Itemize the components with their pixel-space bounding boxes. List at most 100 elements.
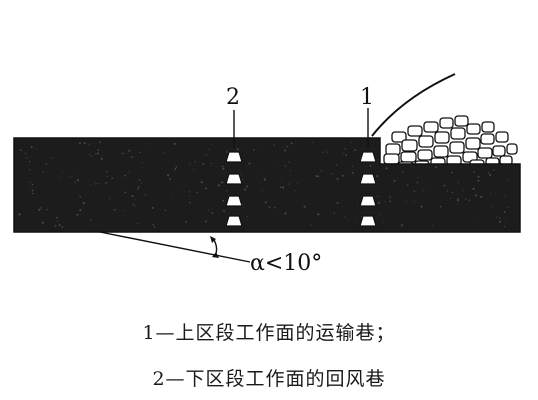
seam-speckle bbox=[101, 158, 103, 160]
seam-speckle bbox=[359, 156, 361, 158]
seam-speckle bbox=[54, 224, 57, 227]
seam-speckle bbox=[131, 156, 133, 158]
rock-block-20 bbox=[495, 131, 509, 143]
seam-speckle bbox=[472, 187, 475, 190]
rock-block-2 bbox=[407, 125, 423, 137]
seam-speckle bbox=[144, 194, 146, 196]
seam-speckle bbox=[384, 201, 386, 202]
seam-speckle bbox=[123, 210, 125, 212]
seam-speckle bbox=[208, 149, 210, 150]
seam-speckle bbox=[385, 167, 388, 170]
seam-speckle bbox=[128, 149, 131, 152]
rock-block-10 bbox=[450, 127, 466, 140]
rock-block-15 bbox=[417, 149, 433, 161]
seam-speckle bbox=[88, 143, 90, 145]
rock-block-8 bbox=[418, 135, 434, 148]
seam-speckle bbox=[29, 181, 31, 183]
seam-speckle bbox=[432, 225, 434, 227]
roof-curve bbox=[371, 73, 456, 137]
seam-speckle bbox=[348, 220, 350, 222]
seam-speckle bbox=[241, 149, 243, 151]
seam-speckle bbox=[111, 177, 113, 179]
seam-speckle bbox=[173, 142, 176, 145]
seam-speckle bbox=[333, 212, 336, 215]
seam-speckle bbox=[61, 226, 64, 228]
caved-rock-pile bbox=[383, 115, 518, 171]
seam-texture bbox=[18, 141, 510, 228]
roadway-marker-2-3 bbox=[225, 195, 243, 207]
seam-speckle bbox=[457, 181, 459, 184]
seam-speckle bbox=[288, 183, 290, 185]
seam-speckle bbox=[40, 207, 42, 209]
rock-block-1 bbox=[391, 131, 407, 143]
seam-speckle bbox=[279, 186, 282, 189]
seam-speckle bbox=[335, 164, 337, 166]
rock-block-26 bbox=[477, 147, 493, 159]
seam-speckle bbox=[139, 151, 141, 154]
seam-speckle bbox=[284, 165, 286, 167]
seam-speckle bbox=[167, 174, 170, 177]
seam-speckle bbox=[473, 171, 475, 173]
floor-inclination-line bbox=[99, 231, 251, 263]
seam-speckle bbox=[264, 177, 266, 179]
seam-speckle bbox=[55, 217, 57, 219]
seam-speckle bbox=[79, 209, 82, 212]
seam-speckle bbox=[128, 171, 130, 173]
seam-speckle bbox=[342, 153, 344, 155]
seam-speckle bbox=[196, 191, 198, 194]
seam-speckle bbox=[331, 173, 333, 175]
seam-speckle bbox=[51, 157, 53, 159]
seam-speckle bbox=[435, 166, 438, 168]
seam-speckle bbox=[83, 142, 86, 145]
seam-speckle bbox=[180, 185, 182, 187]
seam-speckle bbox=[268, 206, 271, 209]
seam-speckle bbox=[97, 149, 100, 151]
seam-speckle bbox=[354, 149, 356, 152]
seam-speckle bbox=[42, 171, 45, 173]
seam-speckle bbox=[310, 224, 312, 226]
seam-speckle bbox=[253, 149, 255, 151]
seam-speckle bbox=[273, 144, 275, 146]
rock-block-13 bbox=[383, 153, 400, 165]
seam-speckle bbox=[284, 149, 286, 152]
seam-speckle bbox=[284, 212, 287, 215]
seam-speckle bbox=[185, 221, 188, 223]
seam-speckle bbox=[289, 169, 291, 171]
seam-speckle bbox=[503, 211, 506, 213]
seam-speckle bbox=[105, 181, 107, 184]
seam-speckle bbox=[260, 181, 261, 182]
seam-speckle bbox=[95, 153, 97, 155]
seam-speckle bbox=[135, 205, 137, 207]
seam-speckle bbox=[100, 157, 103, 159]
seam-speckle bbox=[36, 148, 38, 150]
angle-arrow-bottom bbox=[212, 252, 219, 258]
roadway-marker-1-1 bbox=[359, 151, 377, 163]
seam-speckle bbox=[389, 200, 391, 202]
seam-speckle bbox=[189, 195, 191, 197]
seam-speckle bbox=[193, 169, 195, 171]
seam-speckle bbox=[417, 176, 419, 178]
seam-speckle bbox=[350, 141, 352, 143]
seam-speckle bbox=[98, 183, 100, 185]
seam-speckle bbox=[132, 204, 135, 206]
seam-speckle bbox=[221, 181, 224, 184]
seam-speckle bbox=[475, 194, 478, 197]
seam-speckle bbox=[205, 220, 208, 223]
seam-speckle bbox=[402, 171, 404, 173]
seam-speckle bbox=[96, 152, 99, 155]
seam-speckle bbox=[499, 220, 502, 223]
seam-speckle bbox=[211, 212, 214, 214]
seam-speckle bbox=[423, 189, 425, 191]
rock-block-17 bbox=[449, 141, 465, 154]
seam-speckle bbox=[446, 190, 448, 192]
seam-speckle bbox=[492, 169, 495, 171]
seam-speckle bbox=[378, 201, 381, 204]
seam-speckle bbox=[60, 176, 62, 178]
roadway-marker-2-2 bbox=[225, 173, 243, 185]
seam-speckle bbox=[90, 219, 92, 222]
seam-speckle bbox=[175, 166, 178, 168]
seam-speckle bbox=[255, 177, 257, 179]
seam-speckle bbox=[489, 173, 492, 176]
seam-speckle bbox=[248, 162, 251, 165]
